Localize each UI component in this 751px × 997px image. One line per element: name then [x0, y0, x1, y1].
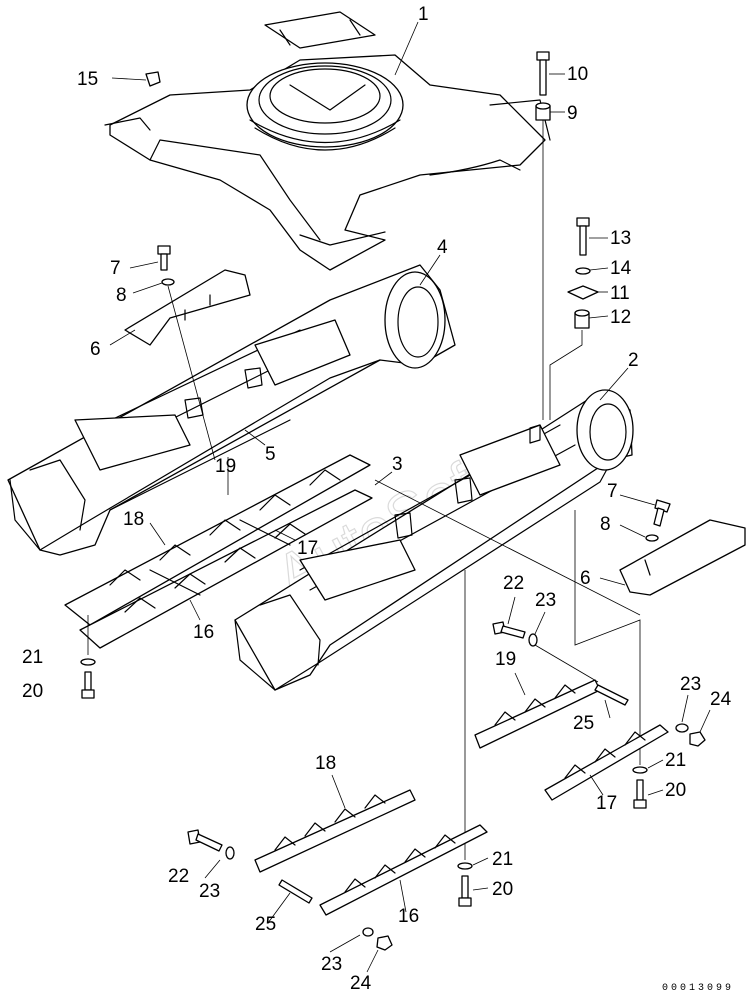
callout-16-left: 16 [193, 622, 214, 643]
bushing-9 [535, 102, 551, 121]
washer-23-right-top [528, 633, 538, 647]
bolt-20-bottom [458, 875, 472, 907]
washer-21-bottom [457, 862, 473, 870]
callout-23-bottom: 23 [321, 954, 342, 975]
callout-8-left: 8 [116, 285, 127, 306]
bolt-20-right [633, 779, 647, 809]
leader-line-21-right [574, 510, 641, 765]
callout-15: 15 [77, 69, 98, 90]
callout-20-bottom: 20 [492, 879, 513, 900]
callout-14: 14 [610, 258, 632, 279]
callout-16-bottom: 16 [398, 906, 419, 927]
callout-17-right: 17 [596, 793, 617, 814]
callout-8-right: 8 [600, 514, 611, 535]
nut-24-right [689, 731, 706, 747]
callout-10: 10 [567, 64, 588, 85]
upper-frame [104, 11, 551, 271]
callout-numbers: 1 2 3 4 5 6 6 7 7 8 8 9 10 11 12 13 14 1… [22, 4, 732, 994]
bolt-7-right [653, 499, 671, 527]
washer-8-left [161, 278, 175, 286]
guard-6-right [619, 519, 746, 596]
callout-leaders [109, 21, 711, 973]
pin-25-right [594, 684, 629, 706]
callout-24-right: 24 [710, 689, 732, 710]
callout-19-left: 19 [215, 456, 236, 477]
callout-3: 3 [392, 454, 403, 475]
washer-21-left [80, 658, 96, 666]
callout-12: 12 [610, 307, 631, 328]
leader-line-8-left [167, 285, 216, 461]
washer-23-right [675, 723, 689, 733]
guard-6-left [124, 269, 251, 346]
callout-22-bottom: 22 [168, 866, 189, 887]
bolt-7-left [157, 245, 171, 271]
callout-18-left: 18 [123, 509, 144, 530]
washer-23-bottom [362, 927, 374, 937]
drawing-code: 00013099 [662, 983, 734, 994]
washer-21-right [632, 766, 648, 774]
cover-5-edge [109, 419, 291, 511]
bolt-13 [576, 217, 590, 256]
nut-24-bottom [376, 935, 393, 951]
shoe-guide-18-bottom [254, 789, 416, 873]
leader-line-23 [534, 644, 599, 683]
shoe-guide-17-right [544, 724, 669, 801]
right-track-frame [234, 389, 634, 691]
bolt-15 [145, 71, 161, 87]
callout-7-right: 7 [607, 481, 618, 502]
callout-6-right: 6 [580, 568, 591, 589]
callout-13: 13 [610, 228, 631, 249]
pin-25-bottom [278, 879, 313, 904]
block-11 [567, 285, 599, 300]
callout-21-bottom: 21 [492, 849, 513, 870]
callout-23-right: 23 [680, 674, 701, 695]
callout-1: 1 [418, 4, 429, 25]
bolt-10 [536, 51, 550, 96]
callout-7-left: 7 [110, 258, 121, 279]
bolt-20-left [81, 671, 95, 699]
callout-5: 5 [265, 444, 276, 465]
callout-20-right: 20 [665, 780, 686, 801]
callout-20-left: 20 [22, 681, 43, 702]
bushing-12 [574, 309, 590, 329]
leader-line-12 [549, 330, 583, 420]
shoe-guide-assembly-left [64, 454, 373, 649]
callout-17-left: 17 [297, 538, 318, 559]
callout-19-right: 19 [495, 649, 516, 670]
callout-4: 4 [437, 237, 448, 258]
bolt-22-bottom [187, 829, 223, 852]
washer-23-bottom-left [225, 846, 235, 860]
callout-21-left: 21 [22, 647, 43, 668]
callout-11: 11 [610, 283, 630, 304]
callout-24-bottom: 24 [350, 973, 372, 994]
bolt-22-right [492, 621, 526, 639]
shoe-guide-16-bottom [319, 824, 488, 916]
left-track-frame [7, 264, 456, 556]
callout-9: 9 [567, 103, 578, 124]
callout-23-bottom-left: 23 [199, 881, 220, 902]
leader-line-3 [374, 479, 641, 616]
callout-6-left: 6 [90, 339, 101, 360]
callout-18-bottom: 18 [315, 753, 336, 774]
callout-2: 2 [628, 350, 639, 371]
callout-25-right: 25 [573, 713, 594, 734]
callout-22-right: 22 [503, 573, 524, 594]
callout-23-right-top: 23 [535, 590, 556, 611]
washer-8-right [645, 534, 659, 542]
callout-25-bottom: 25 [255, 914, 276, 935]
washer-14 [575, 267, 591, 275]
callout-21-right: 21 [665, 750, 686, 771]
